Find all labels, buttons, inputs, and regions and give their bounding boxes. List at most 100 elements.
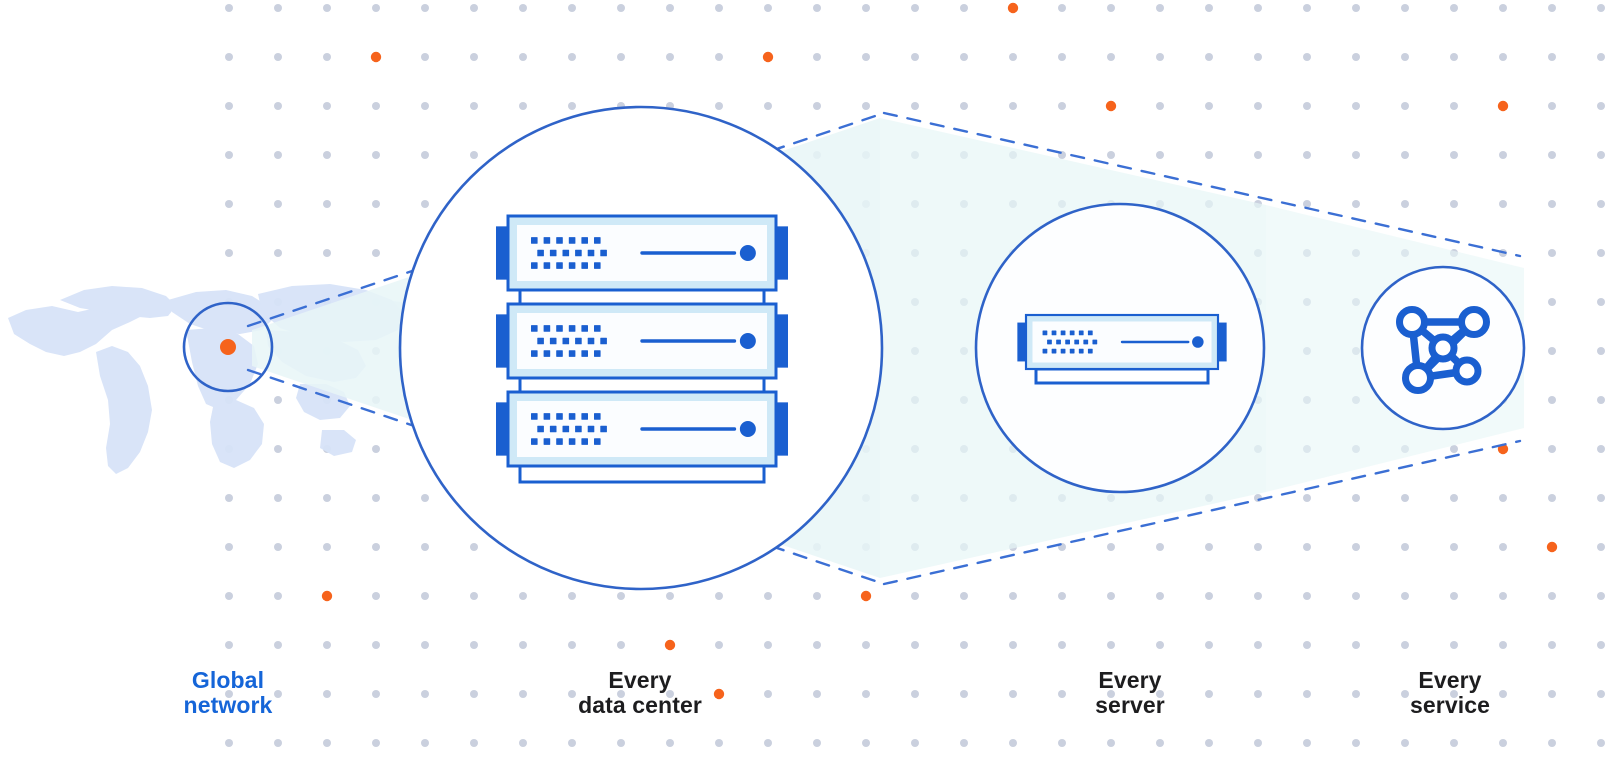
grid-dot <box>1597 690 1605 698</box>
grid-dot <box>323 102 331 110</box>
grid-dot <box>1597 543 1605 551</box>
grid-dot <box>1401 543 1409 551</box>
grid-dot <box>1548 102 1556 110</box>
led-indicator <box>562 249 570 257</box>
grid-dot <box>1352 592 1360 600</box>
grid-dot <box>666 739 674 747</box>
grid-dot-accent <box>713 688 725 700</box>
grid-dot-accent <box>370 51 382 63</box>
grid-dot <box>1499 592 1507 600</box>
grid-dot <box>1303 641 1311 649</box>
grid-dot <box>1597 151 1605 159</box>
grid-dot <box>1499 494 1507 502</box>
grid-dot <box>764 4 772 12</box>
grid-dot <box>715 102 723 110</box>
grid-dot <box>764 690 772 698</box>
grid-dot <box>274 102 282 110</box>
grid-dot <box>470 53 478 61</box>
grid-dot <box>1450 4 1458 12</box>
grid-dot <box>1156 102 1164 110</box>
led-indicator <box>549 249 557 257</box>
grid-dot <box>715 4 723 12</box>
grid-dot <box>421 543 429 551</box>
grid-dot <box>323 4 331 12</box>
led-indicator <box>1069 330 1075 336</box>
grid-dot <box>421 53 429 61</box>
led-indicator <box>531 438 538 445</box>
grid-dot <box>1499 4 1507 12</box>
grid-dot <box>225 249 233 257</box>
grid-dot <box>911 102 919 110</box>
grid-dot <box>372 4 380 12</box>
grid-dot <box>274 592 282 600</box>
grid-dot <box>1499 690 1507 698</box>
grid-dot <box>1597 102 1605 110</box>
grid-dot <box>1205 543 1213 551</box>
grid-dot <box>1548 53 1556 61</box>
grid-dot <box>1597 298 1605 306</box>
grid-dot <box>1499 200 1507 208</box>
grid-dot <box>1156 690 1164 698</box>
server-status-dot <box>739 333 756 349</box>
grid-dot <box>715 739 723 747</box>
grid-dot <box>1450 445 1458 453</box>
grid-dot <box>1450 690 1458 698</box>
grid-dot <box>617 690 625 698</box>
led-indicator <box>1056 339 1061 345</box>
grid-dot <box>960 4 968 12</box>
grid-dot <box>1254 739 1262 747</box>
grid-dot <box>715 641 723 649</box>
grid-dot <box>1401 151 1409 159</box>
grid-dot <box>1548 298 1556 306</box>
grid-dot <box>1450 200 1458 208</box>
grid-dot <box>1009 690 1017 698</box>
grid-dot <box>1499 739 1507 747</box>
grid-dot <box>519 739 527 747</box>
led-indicator <box>537 425 544 433</box>
grid-dot <box>1254 690 1262 698</box>
grid-dot <box>1205 102 1213 110</box>
led-indicator <box>600 425 607 433</box>
grid-dot <box>1499 151 1507 159</box>
grid-dot <box>1597 200 1605 208</box>
grid-dot <box>1352 543 1360 551</box>
grid-dot-accent <box>321 590 333 602</box>
grid-dot <box>960 592 968 600</box>
grid-dot <box>372 249 380 257</box>
grid-dot <box>1352 4 1360 12</box>
grid-dot <box>715 53 723 61</box>
server-status-dot <box>739 245 756 261</box>
grid-dot <box>568 102 576 110</box>
grid-dot <box>1254 641 1262 649</box>
server-status-dot <box>739 421 756 437</box>
grid-dot <box>421 151 429 159</box>
grid-dot <box>666 690 674 698</box>
grid-dot <box>813 102 821 110</box>
grid-dot <box>470 641 478 649</box>
led-indicator <box>562 425 570 433</box>
grid-dot <box>1156 592 1164 600</box>
grid-dot <box>1352 102 1360 110</box>
grid-dot <box>1107 53 1115 61</box>
grid-dot <box>1107 592 1115 600</box>
grid-dot <box>519 641 527 649</box>
grid-dot <box>1303 4 1311 12</box>
led-indicator <box>568 237 576 244</box>
grid-dot <box>1352 641 1360 649</box>
grid-dot <box>372 102 380 110</box>
led-indicator <box>531 325 538 332</box>
led-indicator <box>581 438 588 445</box>
grid-dot <box>764 592 772 600</box>
grid-dot <box>519 4 527 12</box>
map-location-dot <box>220 339 236 355</box>
grid-dot <box>1401 102 1409 110</box>
led-indicator <box>581 325 588 332</box>
led-indicator <box>549 337 557 345</box>
grid-dot <box>1499 641 1507 649</box>
grid-dot <box>1058 4 1066 12</box>
grid-dot <box>519 690 527 698</box>
grid-dot <box>617 739 625 747</box>
led-indicator <box>587 337 595 345</box>
grid-dot <box>715 592 723 600</box>
